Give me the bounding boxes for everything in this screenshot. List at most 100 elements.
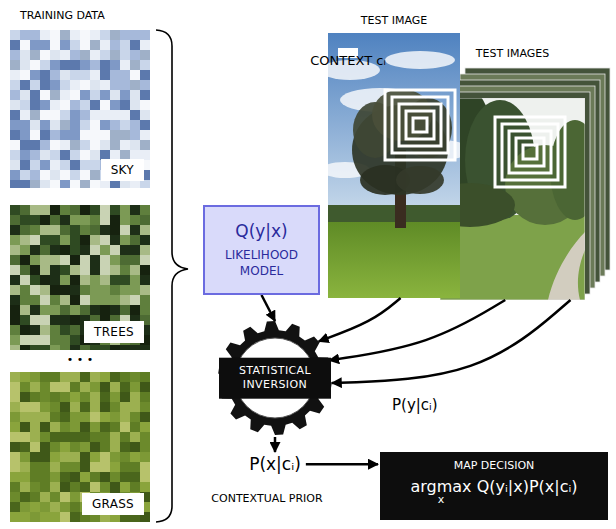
- node-text: TREES: [84, 321, 144, 343]
- drawing-part: [110, 345, 120, 350]
- drawing-part: [30, 100, 40, 110]
- drawing-part: [50, 462, 60, 472]
- drawing-part: [90, 275, 100, 285]
- drawing-part: [20, 60, 30, 70]
- drawing-part: [110, 80, 120, 90]
- drawing-part: [120, 402, 130, 412]
- drawing-part: [120, 70, 130, 80]
- drawing-part: [40, 422, 50, 432]
- drawing-part: [70, 225, 80, 235]
- drawing-part: [50, 60, 60, 70]
- drawing-part: [80, 60, 90, 70]
- drawing-part: [130, 442, 140, 452]
- drawing-part: [20, 275, 30, 285]
- drawing-part: [70, 315, 80, 325]
- drawing-part: [100, 215, 110, 225]
- drawing-part: [130, 30, 140, 40]
- connector-arrow: [329, 300, 505, 360]
- drawing-part: [60, 205, 70, 215]
- drawing-part: [80, 452, 90, 462]
- drawing-part: [100, 40, 110, 50]
- drawing-part: [20, 422, 30, 432]
- drawing-part: [90, 60, 100, 70]
- drawing-part: [70, 412, 80, 422]
- drawing-part: [20, 265, 30, 275]
- drawing-part: [60, 60, 70, 70]
- drawing-part: [50, 130, 60, 140]
- drawing-part: [30, 345, 40, 350]
- drawing-part: [509, 131, 551, 173]
- drawing-part: [140, 452, 150, 462]
- drawing-part: [50, 205, 60, 215]
- drawing-part: [50, 472, 60, 482]
- drawing-part: [70, 305, 80, 315]
- drawing-part: [70, 235, 80, 245]
- drawing-part: [10, 295, 20, 305]
- drawing-part: [60, 345, 70, 350]
- drawing-part: [10, 245, 20, 255]
- drawing-part: [20, 285, 30, 295]
- drawing-part: [120, 305, 130, 315]
- drawing-part: [110, 442, 120, 452]
- drawing-part: [20, 160, 30, 170]
- drawing-part: [399, 104, 441, 146]
- drawing-part: [40, 110, 50, 120]
- drawing-part: [30, 170, 40, 180]
- drawing-part: [440, 98, 585, 300]
- drawing-part: [328, 33, 460, 298]
- drawing-part: [120, 482, 130, 492]
- drawing-part: [20, 492, 30, 502]
- drawing-part: [100, 442, 110, 452]
- drawing-part: [80, 50, 90, 60]
- drawing-part: [80, 205, 90, 215]
- node-text: TEST IMAGE: [361, 14, 427, 27]
- drawing-part: [328, 222, 460, 298]
- drawing-part: [70, 442, 80, 452]
- node-text: Q(y|x): [235, 221, 288, 241]
- drawing-part: [120, 275, 130, 285]
- drawing-part: [130, 265, 140, 275]
- drawing-part: [60, 245, 70, 255]
- label: P(y|cᵢ): [392, 396, 438, 414]
- drawing-part: [120, 120, 130, 130]
- drawing-part: [140, 295, 150, 305]
- drawing-part: [40, 472, 50, 482]
- drawing-part: [60, 150, 70, 160]
- drawing-part: [70, 472, 80, 482]
- drawing-part: [30, 305, 40, 315]
- drawing-part: [90, 442, 100, 452]
- drawing-part: [100, 482, 110, 492]
- drawing-part: [20, 295, 30, 305]
- drawing-part: [30, 372, 40, 382]
- node-text: STATISTICAL INVERSION: [219, 358, 331, 399]
- drawing-part: [80, 170, 90, 180]
- drawing-part: [110, 40, 120, 50]
- drawing-part: [20, 335, 30, 345]
- drawing-part: [140, 110, 150, 120]
- drawing-part: [60, 140, 70, 150]
- drawing-part: [110, 245, 120, 255]
- drawing-part: [140, 402, 150, 412]
- drawing-part: [20, 170, 30, 180]
- drawing-part: [90, 482, 100, 492]
- drawing-part: [80, 110, 90, 120]
- drawing-part: [50, 432, 60, 442]
- drawing-part: [130, 140, 140, 150]
- drawing-part: [110, 412, 120, 422]
- drawing-part: [90, 170, 100, 180]
- drawing-part: [40, 40, 50, 50]
- drawing-part: [140, 462, 150, 472]
- drawing-part: [60, 305, 70, 315]
- drawing-part: [110, 30, 120, 40]
- drawing-part: [30, 452, 40, 462]
- drawing-part: [30, 482, 40, 492]
- drawing-part: [10, 90, 20, 100]
- drawing-part: [50, 225, 60, 235]
- drawing-part: [50, 512, 60, 522]
- drawing-part: [120, 235, 130, 245]
- drawing-part: [80, 100, 90, 110]
- drawing-part: [10, 170, 20, 180]
- drawing-part: [40, 60, 50, 70]
- drawing-part: [40, 100, 50, 110]
